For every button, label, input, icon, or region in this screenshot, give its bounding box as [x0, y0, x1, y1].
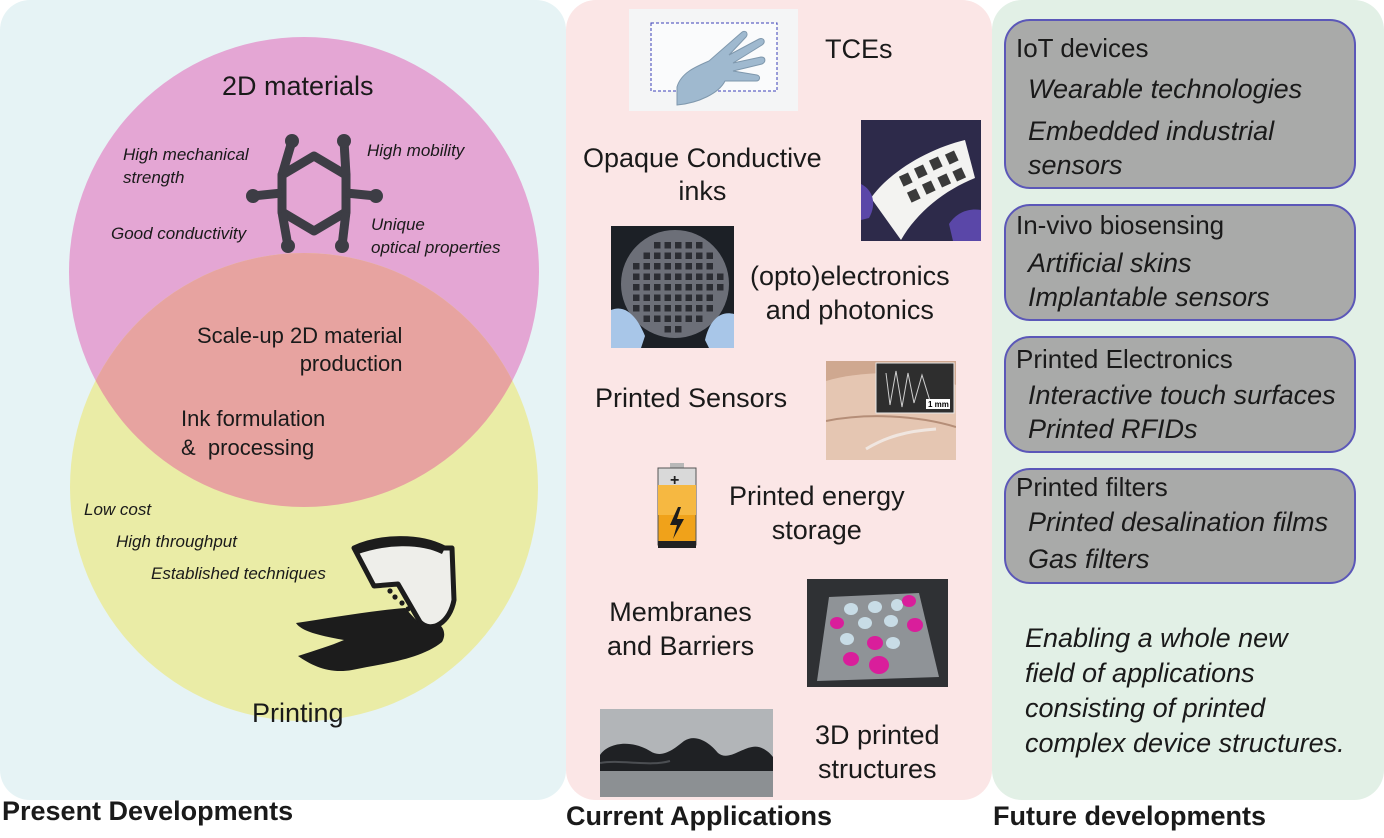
printed-electronics-box: Printed Electronics Interactive touch su… [1004, 336, 1356, 453]
scale-bar-label: 1 mm [928, 400, 949, 409]
hexagon-atoms [246, 134, 383, 253]
box-item: Wearable technologies [1028, 74, 1303, 104]
property-mechanical-strength: High mechanical strength [123, 145, 249, 187]
box-item: Implantable sensors [1028, 282, 1270, 312]
battery-icon: + [654, 463, 700, 548]
3d-printed-structures-label: 3D printed structures [815, 720, 940, 784]
wafer-photo [611, 226, 734, 348]
closing-statement: Enabling a whole new field of applicatio… [1025, 623, 1345, 758]
box-item: Printed desalination films [1028, 507, 1329, 537]
venn-diagram [69, 37, 539, 721]
tce-glove-photo [629, 9, 798, 111]
optoelectronics-label: (opto)electronics and photonics [750, 261, 950, 325]
squeegee-printing-icon [296, 536, 457, 672]
property-high-mobility: High mobility [367, 141, 465, 160]
membranes-photo [807, 579, 948, 687]
opaque-inks-photo [861, 120, 981, 241]
ink-formulation-text: Ink formulation & processing [181, 406, 326, 460]
property-low-cost: Low cost [84, 500, 152, 519]
in-vivo-biosensing-box: In-vivo biosensing Artificial skins Impl… [1004, 204, 1356, 321]
box-heading: Printed Electronics [1016, 344, 1233, 374]
scale-up-text: Scale-up 2D material production [197, 323, 403, 376]
overlap-region [70, 253, 538, 507]
tces-label: TCEs [825, 34, 893, 64]
box-item: Gas filters [1028, 544, 1150, 574]
box-heading: IoT devices [1016, 33, 1149, 63]
membranes-label: Membranes and Barriers [607, 597, 755, 661]
future-developments-heading: Future developments [993, 801, 1267, 831]
property-established-techniques: Established techniques [151, 564, 326, 583]
3d-printed-structures-photo [600, 709, 773, 797]
opaque-inks-label: Opaque Conductive inks [583, 143, 822, 206]
printed-filters-box: Printed filters Printed desalination fil… [1004, 468, 1356, 584]
property-unique-optical: Unique optical properties [371, 215, 501, 257]
property-high-throughput: High throughput [116, 532, 237, 551]
box-heading: Printed filters [1016, 472, 1168, 502]
svg-text:+: + [670, 472, 679, 489]
printed-sensor-photo: 1 mm [826, 361, 956, 460]
2d-materials-title: 2D materials [222, 71, 374, 101]
iot-devices-box: IoT devices Wearable technologies Embedd… [1004, 19, 1356, 189]
box-item: Artificial skins [1028, 248, 1192, 278]
printed-sensors-label: Printed Sensors [595, 383, 788, 413]
property-good-conductivity: Good conductivity [111, 224, 247, 243]
box-item: sensors [1028, 150, 1123, 180]
current-applications-heading: Current Applications [566, 801, 833, 831]
box-item: Embedded industrial [1028, 116, 1275, 146]
box-item: Printed RFIDs [1028, 414, 1198, 444]
printing-title: Printing [252, 698, 344, 728]
printed-energy-storage-label: Printed energy storage [729, 481, 905, 545]
present-developments-heading: Present Developments [2, 796, 294, 826]
box-heading: In-vivo biosensing [1016, 210, 1225, 240]
box-item: Interactive touch surfaces [1028, 380, 1336, 410]
